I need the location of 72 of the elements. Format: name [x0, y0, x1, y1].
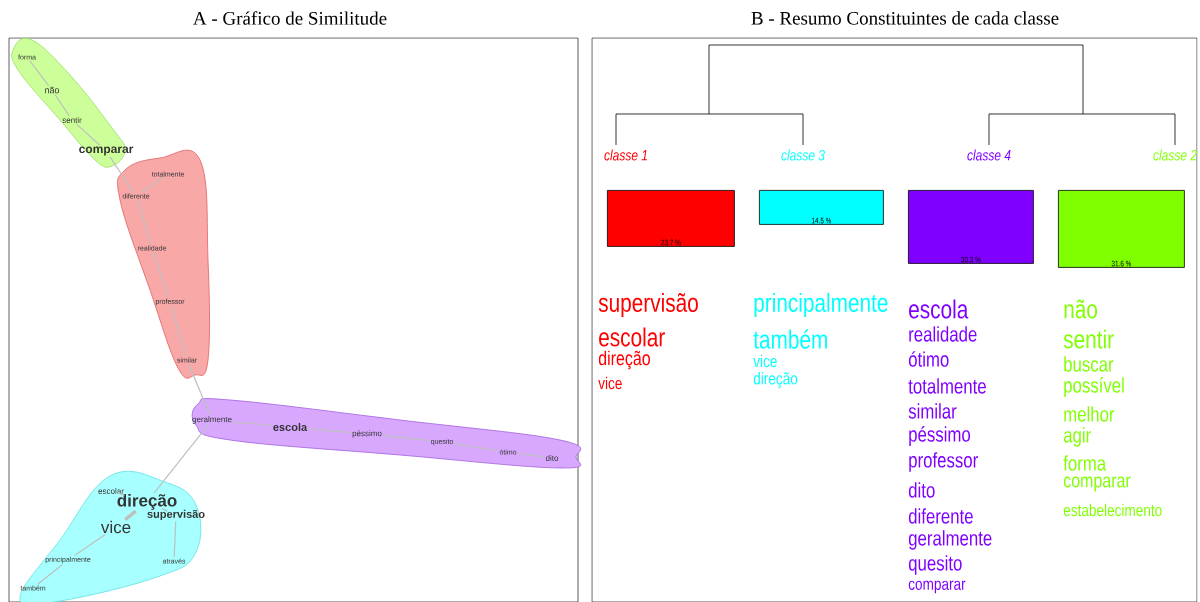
word-label: geralmente	[192, 416, 232, 424]
class-word: escolar	[599, 327, 665, 347]
graph-edge	[152, 251, 170, 299]
class-word: melhor	[1064, 406, 1115, 422]
graph-edge	[124, 509, 137, 521]
graph-edge	[73, 533, 106, 557]
class-word: direção	[753, 372, 798, 388]
class-word: escola	[909, 299, 969, 319]
graph-edge	[307, 428, 352, 434]
class-word: dito	[908, 482, 935, 498]
word-label: supervisão	[147, 509, 205, 521]
class-bar: 31.6 %	[1058, 190, 1185, 268]
word-label: não	[45, 86, 60, 94]
class-word: direção	[598, 350, 650, 370]
graph-edge	[188, 363, 211, 416]
class-bar: 14.5 %	[759, 190, 884, 225]
class-word: principalmente	[754, 292, 888, 318]
graph-edge	[37, 563, 64, 585]
graph-edge	[75, 123, 101, 146]
graph-edge	[170, 305, 187, 357]
class-word: ótimo	[908, 351, 949, 367]
class-word: possível	[1064, 377, 1124, 397]
graph-edge	[54, 93, 70, 117]
class-bar: 30.3 %	[908, 190, 1034, 264]
graph-edge	[382, 435, 431, 442]
word-label: escola	[273, 422, 308, 432]
graph-edge	[29, 60, 50, 87]
class-label: classe 2	[1153, 149, 1197, 161]
class-word: péssimo	[909, 426, 971, 446]
class-word: agir	[1063, 427, 1091, 447]
class-word: buscar	[1064, 356, 1114, 372]
class-word: similar	[908, 403, 957, 419]
class-word: supervisão	[598, 292, 698, 318]
word-label: vice	[100, 520, 131, 534]
panel-title: B - Resumo Constituintes de cada classe	[751, 11, 1059, 25]
cluster-blob	[191, 398, 582, 469]
graph-edge	[140, 177, 164, 193]
word-label: direção	[117, 494, 177, 510]
word-label: dito	[545, 455, 559, 461]
class-word: forma	[1063, 455, 1107, 471]
class-bar: 23.7 %	[607, 190, 735, 247]
word-label: sentir	[62, 117, 82, 123]
class-word: realidade	[909, 326, 977, 342]
class-word: sentir	[1063, 329, 1114, 349]
class-word: estabelecimento	[1063, 503, 1162, 517]
class-label: classe 3	[781, 149, 825, 161]
word-label: péssimo	[352, 430, 382, 438]
class-word: comparar	[908, 580, 966, 594]
class-word: totalmente	[908, 378, 986, 394]
class-word: comparar	[1063, 476, 1131, 492]
class-label: classe 1	[604, 149, 647, 161]
graph-edge	[136, 199, 152, 245]
graph-edge	[161, 508, 168, 512]
class-word: também	[753, 329, 827, 349]
graph-edge	[116, 492, 126, 496]
word-label: escolar	[98, 488, 124, 494]
class-word: vice	[598, 376, 622, 390]
word-label: comparar	[79, 146, 134, 156]
graph-edge	[453, 443, 499, 452]
graph-edge	[173, 520, 177, 558]
class-word: geralmente	[908, 530, 992, 550]
graph-edge	[153, 424, 209, 494]
class-word: não	[1064, 299, 1098, 319]
class-word: quesito	[908, 555, 962, 575]
class-word: diferente	[908, 508, 973, 524]
class-label: classe 4	[967, 149, 1011, 161]
class-word: professor	[909, 452, 978, 472]
graph-edge	[109, 156, 135, 193]
class-word: vice	[753, 354, 777, 368]
graph-edge	[232, 421, 273, 426]
graph-edge	[517, 452, 545, 458]
panel-title: A - Gráfico de Similitude	[193, 11, 387, 25]
